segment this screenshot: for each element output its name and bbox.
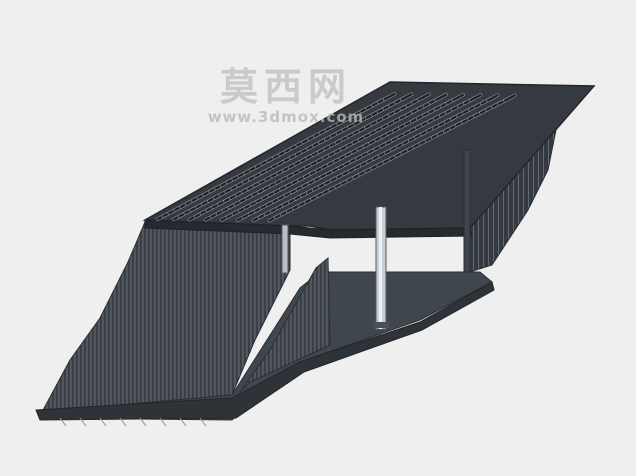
roof-slot [382,92,397,101]
front-column [373,206,389,330]
floor-edge-ticks [59,417,207,427]
roof-slot [468,93,483,102]
roof-slot [503,93,517,103]
roof-slot [434,92,448,102]
floor-edge [35,281,495,421]
roof-slot [486,93,500,103]
roof-fascia [144,219,473,239]
rear-column [281,224,289,274]
roof-slot-pattern [155,92,517,223]
roof-slot [417,92,431,102]
partition-wall [239,256,331,393]
roof-slot [400,92,414,102]
side-column [463,149,471,273]
roof-slot [451,93,465,102]
